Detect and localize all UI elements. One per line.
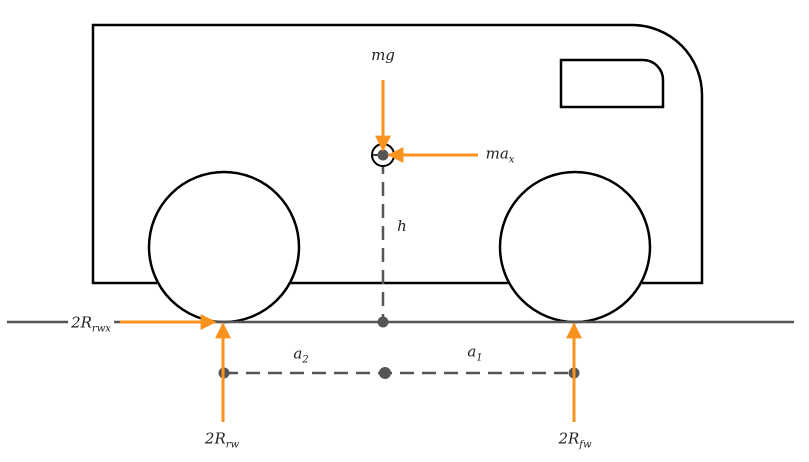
rear-longitudinal-force-label: 2Rrwx <box>68 313 114 335</box>
rwx-label-sub: rwx <box>91 323 111 335</box>
vehicle-body <box>91 23 704 285</box>
rwx-label-base: 2R <box>71 313 92 332</box>
inertia-label-base: ma <box>485 144 509 163</box>
front-wheel <box>498 170 652 324</box>
rear-distance-label-sub: 2 <box>302 354 309 366</box>
gravity-label: mg <box>371 46 395 64</box>
height-label: h <box>397 217 407 235</box>
inertia-label: max <box>486 145 515 166</box>
rear-distance-label-base: a <box>293 344 303 363</box>
ground-point-cog <box>377 316 389 328</box>
rw-label-sub: rw <box>225 439 240 451</box>
inertia-label-sub: x <box>508 154 515 166</box>
height-label-base: h <box>397 217 407 235</box>
rw-label-base: 2R <box>204 429 226 448</box>
fw-label-sub: fw <box>579 439 592 451</box>
fw-label-base: 2R <box>558 429 580 448</box>
cog-point <box>377 149 389 161</box>
front-normal-force-label: 2Rfw <box>558 430 591 451</box>
vehicle-window <box>559 58 665 109</box>
front-distance-label: a1 <box>467 343 482 364</box>
rear-normal-force-label: 2Rrw <box>205 430 239 451</box>
rear-wheel <box>147 170 301 324</box>
front-distance-label-sub: 1 <box>476 352 483 364</box>
gravity-label-base: mg <box>371 46 395 64</box>
front-distance-label-base: a <box>467 342 477 361</box>
rear-distance-label: a2 <box>293 345 308 366</box>
cog-projection-point <box>379 367 391 379</box>
